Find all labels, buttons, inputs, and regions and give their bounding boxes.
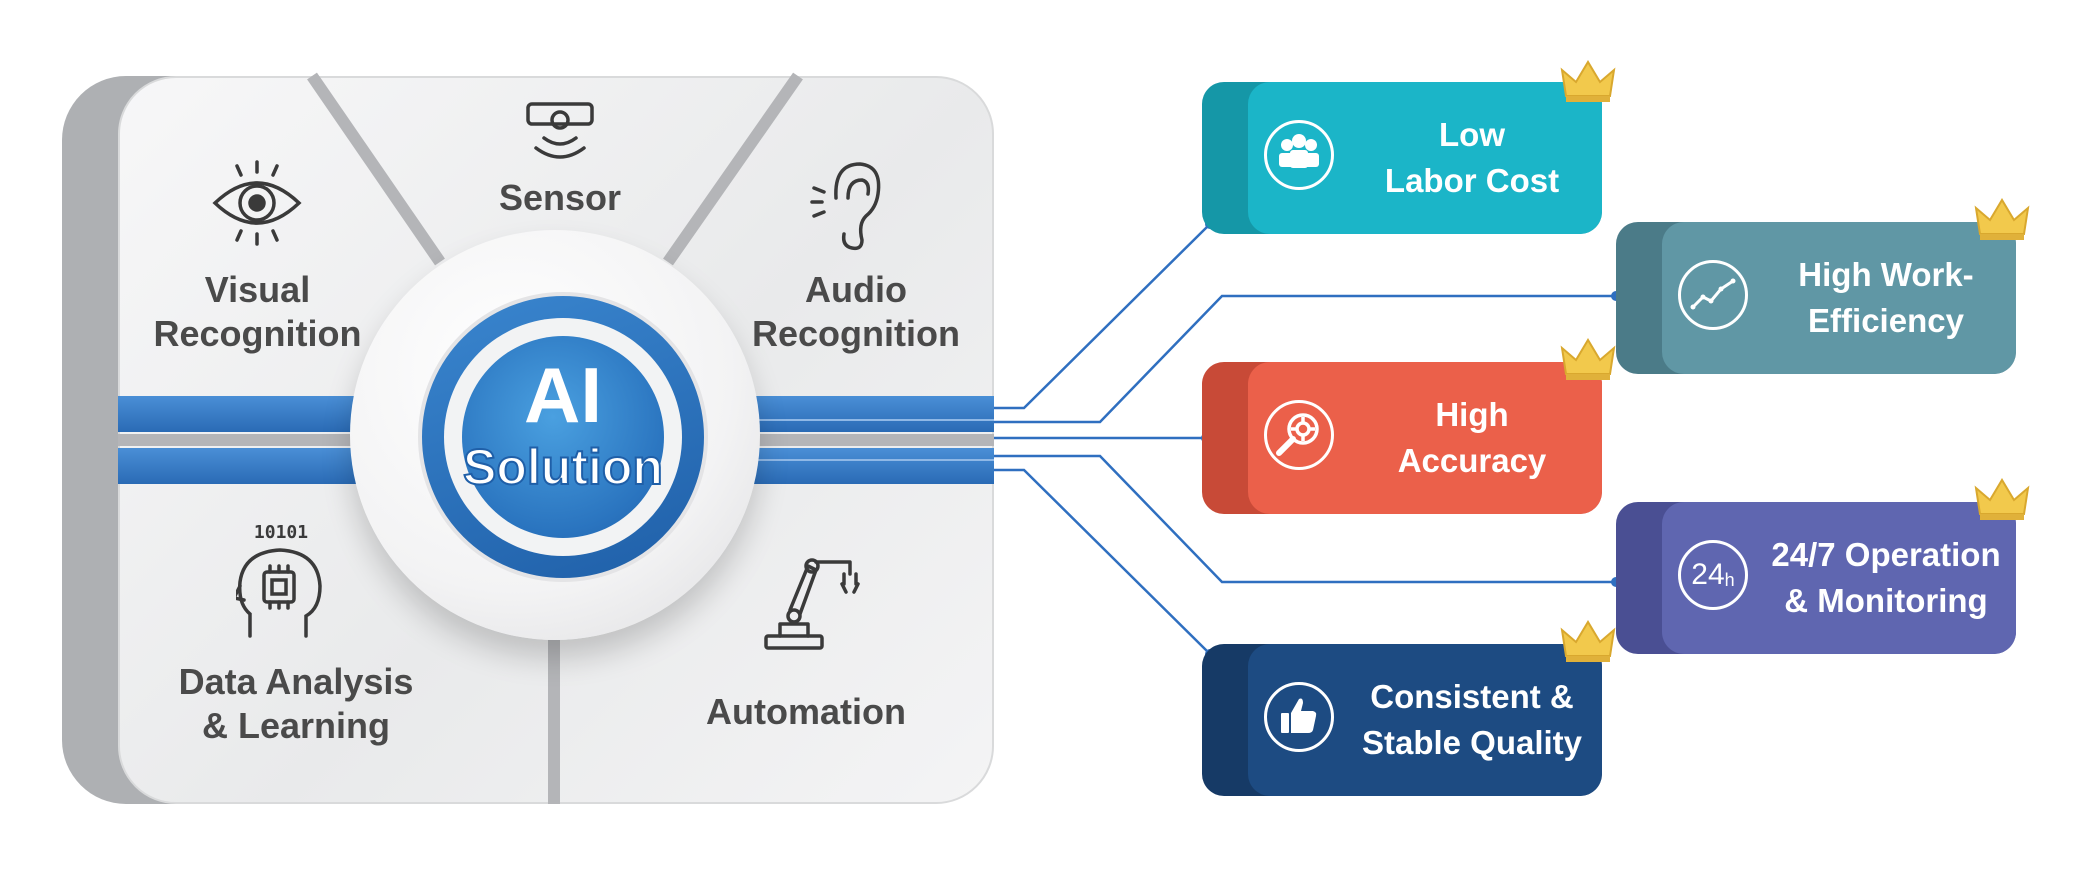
benefit-label-operation-1: 24/7 Operation — [1771, 536, 2001, 573]
connector-labor — [994, 223, 1211, 410]
divider-right — [663, 72, 803, 266]
ear-icon — [810, 162, 881, 251]
benefit-label-quality-1: Consistent & — [1370, 678, 1574, 715]
hub-title-line2: Solution — [462, 438, 664, 496]
band-left-top — [118, 396, 358, 432]
crown-icon — [1974, 478, 2030, 520]
benefit-box-quality: Consistent & Stable Quality — [1202, 644, 1602, 796]
hub-core — [462, 336, 664, 538]
benefit-label-quality-2: Stable Quality — [1361, 724, 1583, 761]
crown-icon — [1560, 338, 1616, 380]
target-search-icon — [1264, 400, 1334, 470]
hub-title-line1: AI — [524, 351, 602, 439]
crown-icon — [1974, 198, 2030, 240]
segment-label-data: Data Analysis& Learning — [178, 661, 414, 746]
divider-left — [307, 72, 445, 266]
benefit-label-accuracy-1: High — [1435, 396, 1509, 433]
connector-operation — [994, 454, 1616, 584]
benefit-label-efficiency-1: High Work- — [1798, 256, 1974, 293]
24h-icon-number: 24 — [1691, 558, 1725, 591]
band-left-mid — [118, 434, 358, 446]
24h-icon-unit: h — [1724, 569, 1735, 590]
connector-efficiency — [994, 294, 1616, 424]
robot-arm-icon — [764, 558, 860, 650]
connector-quality — [994, 468, 1211, 655]
benefit-label-accuracy-2: Accuracy — [1397, 442, 1547, 479]
brain-chip-icon: 10101 — [236, 522, 326, 644]
benefit-label-labor-1: Low — [1439, 116, 1505, 153]
band-left-bottom — [118, 448, 358, 484]
thumbs-up-icon — [1264, 682, 1334, 752]
segment-label-sensor: Sensor — [498, 177, 622, 218]
sensor-icon — [526, 102, 594, 159]
benefit-label-labor-2: Labor Cost — [1384, 162, 1560, 199]
benefit-label-efficiency-2: Efficiency — [1808, 302, 1964, 339]
band-right-mid — [750, 434, 994, 446]
eye-icon — [212, 160, 302, 246]
benefit-box-efficiency: High Work- Efficiency — [1616, 222, 2016, 374]
segment-label-automation: Automation — [706, 691, 906, 732]
crown-icon — [1560, 620, 1616, 662]
band-right-top — [750, 396, 994, 432]
brain-chip-icon-text: 10101 — [253, 522, 309, 543]
trend-chart-icon — [1678, 260, 1748, 330]
band-right-bottom — [750, 448, 994, 484]
people-icon — [1264, 120, 1334, 190]
crown-icon — [1560, 60, 1616, 102]
benefit-label-operation-2: & Monitoring — [1784, 582, 1988, 619]
